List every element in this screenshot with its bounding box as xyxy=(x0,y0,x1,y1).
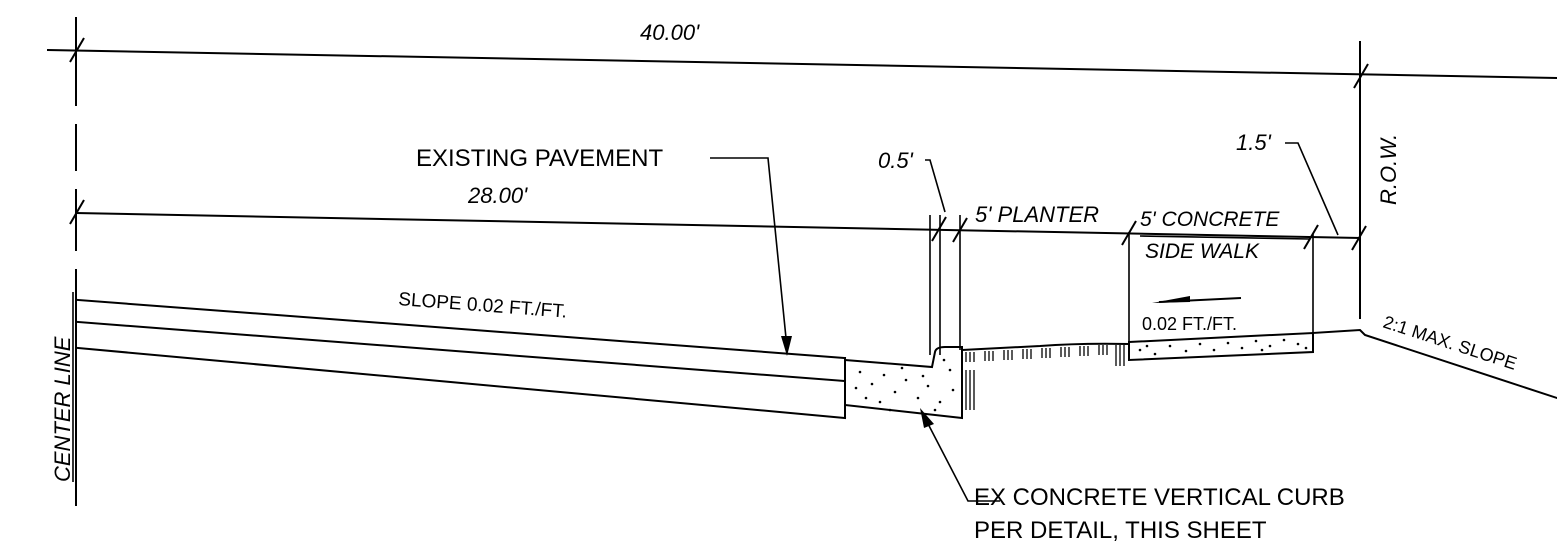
existing-pavement-label: EXISTING PAVEMENT xyxy=(416,145,663,172)
sidewalk-label-line1: 5' CONCRETE xyxy=(1140,208,1280,231)
curb-offset-label: 0.5' xyxy=(878,148,914,173)
overall-width-label: 40.00' xyxy=(640,20,700,45)
sidewalk-label-underline xyxy=(1139,235,1311,240)
planter-ground xyxy=(960,342,1131,410)
sidewalk-slope-arrow xyxy=(1152,296,1242,304)
existing-pavement-leader xyxy=(710,157,788,349)
concrete-curb xyxy=(844,346,963,420)
sidewalk-slope-label: 0.02 FT./FT. xyxy=(1142,314,1237,334)
existing-pavement-arrowhead xyxy=(781,336,792,356)
center-line-label: CENTER LINE xyxy=(50,336,75,482)
curb-callout-line2: PER DETAIL, THIS SHEET xyxy=(974,517,1267,544)
overall-width-dimension xyxy=(46,37,1557,89)
curb-callout-leader xyxy=(924,417,1000,502)
pavement-width-label: 28.00' xyxy=(467,183,528,208)
row-offset-label: 1.5' xyxy=(1236,130,1272,155)
segment-dimension-line xyxy=(69,199,1367,355)
row-offset-leader xyxy=(1285,142,1339,236)
sidewalk-label-line2: SIDE WALK xyxy=(1145,240,1260,263)
concrete-sidewalk xyxy=(1128,331,1314,362)
curb-callout-arrowhead xyxy=(920,408,934,428)
max-slope-label: 2:1 MAX. SLOPE xyxy=(1381,312,1519,374)
pavement-slope-label: SLOPE 0.02 FT./FT. xyxy=(398,289,568,323)
row-label: R.O.W. xyxy=(1376,134,1401,205)
max-slope-line xyxy=(1311,328,1557,400)
existing-pavement xyxy=(76,298,847,420)
curb-offset-leader xyxy=(925,159,946,213)
planter-label: 5' PLANTER xyxy=(975,202,1099,227)
curb-callout-line1: EX CONCRETE VERTICAL CURB xyxy=(974,484,1345,511)
